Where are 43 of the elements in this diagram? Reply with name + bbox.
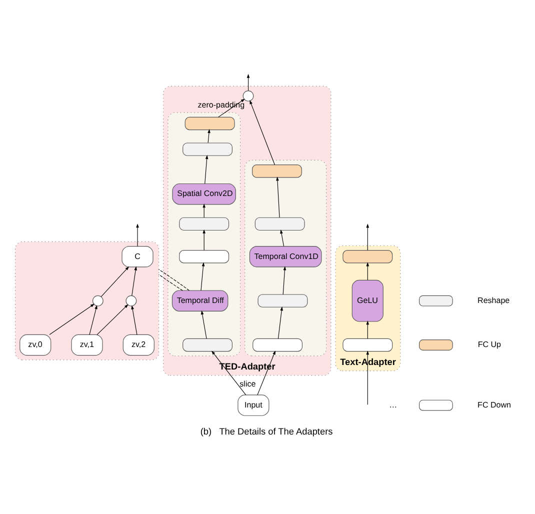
arrow (246, 74, 250, 91)
node-box (184, 116, 235, 130)
arrow (132, 266, 137, 296)
arrow (204, 154, 208, 184)
arrow (250, 100, 275, 166)
arrow (282, 266, 286, 295)
arrow (280, 230, 284, 247)
node-box (258, 294, 308, 308)
node-box (179, 217, 230, 231)
arrow (96, 304, 128, 335)
arrow (202, 229, 206, 251)
arrow (200, 262, 205, 291)
arrow (366, 320, 370, 339)
node-box (179, 250, 230, 264)
cluster (14, 241, 160, 360)
arrow (366, 224, 370, 251)
node-box (254, 217, 305, 231)
arrow (136, 224, 139, 247)
arrow (278, 306, 284, 339)
node-box (182, 142, 232, 156)
arrow (100, 266, 130, 298)
arrow (366, 350, 370, 405)
node-box (342, 250, 393, 264)
arrow (202, 204, 206, 218)
node-circle (92, 295, 104, 306)
arrow (89, 305, 98, 335)
node-box (252, 164, 302, 178)
connector (158, 269, 190, 291)
node-box (342, 338, 393, 352)
arrow (257, 350, 276, 396)
caption: (b) The Details of The Adapters (200, 426, 333, 436)
arrow (131, 305, 138, 335)
arrow (212, 350, 246, 396)
arrow (208, 128, 210, 144)
node-circle (242, 90, 254, 102)
arrow (49, 304, 94, 335)
connector (158, 274, 183, 291)
arrow (366, 262, 370, 280)
arrow (200, 310, 207, 339)
node-circle (126, 295, 137, 306)
node-box (182, 338, 232, 352)
arrow (276, 176, 280, 218)
node-box (252, 338, 302, 352)
